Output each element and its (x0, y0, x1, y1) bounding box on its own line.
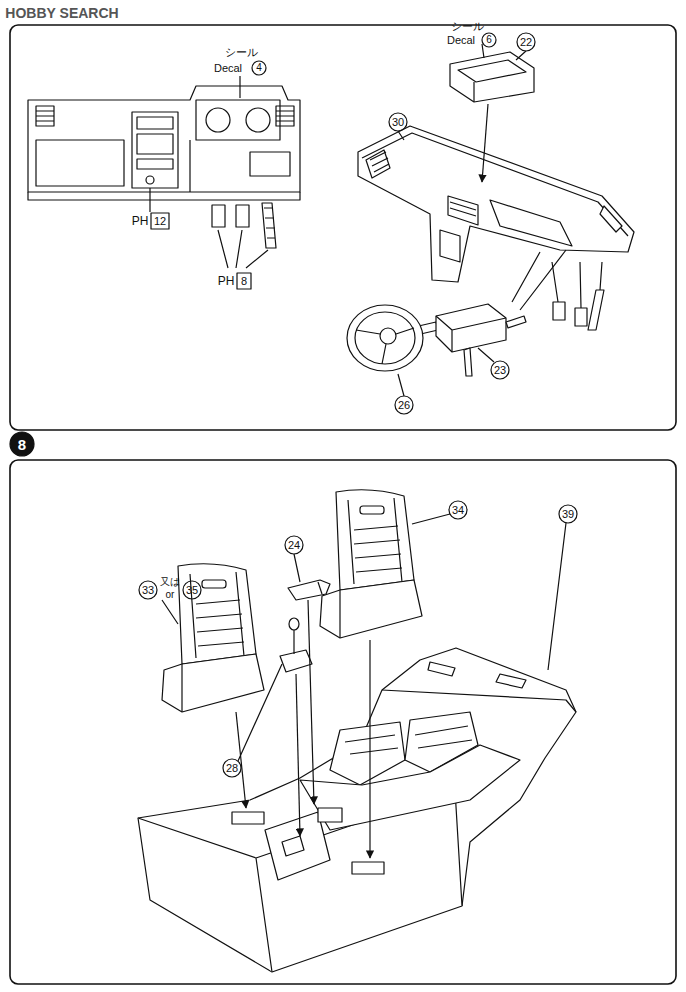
assembly-arrow (236, 712, 246, 808)
callout-circle (482, 33, 496, 47)
callout-number: 35 (186, 585, 198, 596)
part-box (151, 213, 169, 229)
paint-code: PH (218, 275, 235, 287)
callout-circle (183, 581, 201, 599)
decal-number: 6 (486, 35, 492, 45)
assembly-arrow (296, 674, 300, 836)
shift-lever-part-28 (280, 618, 312, 672)
dashboard-part-30 (358, 126, 634, 282)
step-panel (10, 460, 676, 984)
dashboard-front-view (28, 86, 300, 200)
leader-line (149, 188, 150, 212)
callout-number: 26 (398, 400, 410, 411)
callout-circle (559, 505, 577, 523)
callout-number: 39 (562, 509, 574, 520)
callout-circle (223, 759, 241, 777)
callout-circle (491, 361, 509, 379)
callout-circle (395, 396, 413, 414)
callout-number: 23 (494, 365, 506, 376)
callout-circle (389, 113, 407, 131)
paint-number: 12 (154, 216, 166, 227)
callout-number: 30 (392, 117, 404, 128)
decal-label: シール (451, 21, 484, 32)
callout-number: 24 (288, 540, 300, 551)
seat-part-34 (320, 490, 422, 638)
meter-hood-part-22 (450, 52, 534, 102)
leader-line (239, 76, 240, 98)
leader-line (398, 44, 526, 396)
decal-label: シール (225, 47, 258, 58)
pedals (212, 203, 276, 248)
callout-number: 22 (520, 37, 532, 48)
alternative-note: or (166, 590, 175, 600)
pedals (552, 262, 604, 330)
steering-wheel-part-26 (347, 305, 423, 371)
callout-circle (139, 581, 157, 599)
paint-number: 8 (241, 276, 247, 287)
steering-column-part-23 (410, 304, 526, 376)
callout-number: 28 (226, 763, 238, 774)
step-badge (10, 432, 34, 456)
callout-circle (517, 33, 535, 51)
assembly-arrow (369, 640, 370, 858)
paint-code: PH (132, 215, 149, 227)
decal-number: 4 (256, 63, 262, 73)
hand-brake-part-24 (288, 580, 330, 600)
step-panel (10, 25, 676, 430)
assembly-arrow (482, 104, 488, 182)
assembly-arrow (308, 600, 314, 804)
decal-label: Decal (214, 63, 242, 74)
part-box (237, 273, 251, 289)
callout-circle (252, 61, 266, 75)
callout-circle (449, 501, 467, 519)
leader-line (162, 514, 566, 761)
callout-number: 33 (142, 585, 154, 596)
decal-label: Decal (447, 35, 475, 46)
step-number: 8 (18, 437, 26, 452)
watermark: HOBBY SEARCH (5, 6, 118, 20)
leader-line (218, 230, 268, 268)
callout-number: 34 (452, 505, 464, 516)
callout-circle (285, 536, 303, 554)
alternative-note: 又は (160, 577, 180, 587)
interior-tub-part-39 (138, 648, 576, 972)
